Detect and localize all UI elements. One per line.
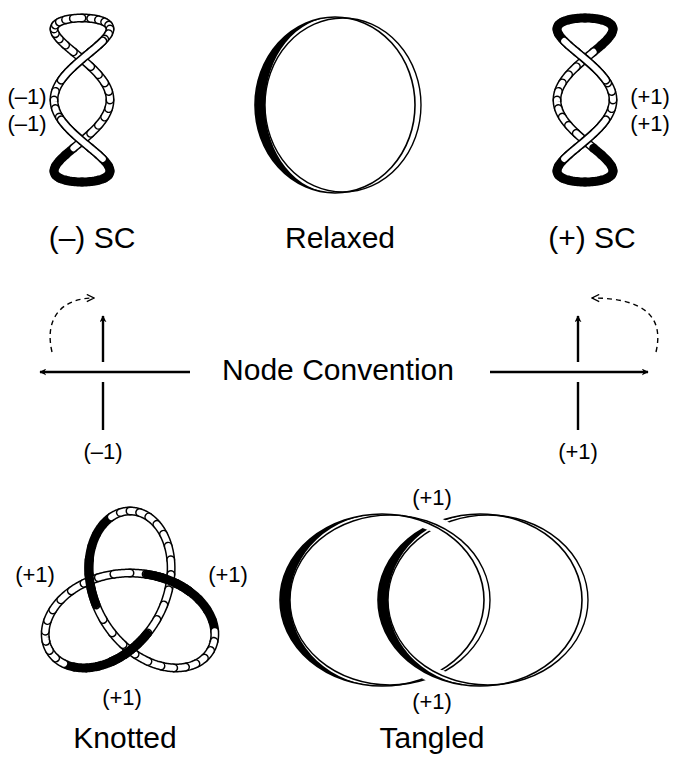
ribbon-edge: [147, 574, 189, 591]
under-strand: [577, 382, 579, 430]
ribbon-edge: [402, 514, 462, 549]
ribbon-face: [61, 120, 103, 159]
trefoil-knot: [45, 511, 215, 668]
figure-caption: Relaxed: [283, 222, 397, 254]
ribbon-edge: [564, 120, 606, 159]
ribbon-edge: [265, 18, 421, 192]
figure-caption: Knotted: [71, 722, 178, 754]
under-strand: [102, 382, 104, 430]
ribbon-edge: [255, 17, 415, 193]
ribbon-edge: [402, 652, 462, 686]
rotation-arrow: [592, 298, 658, 352]
node-sign: (+1): [13, 563, 57, 586]
ribbon-face: [114, 573, 130, 574]
crossing-gap: [402, 514, 462, 549]
node-sign: (+1): [556, 440, 600, 463]
ribbon-face: [73, 15, 82, 21]
node-sign: (+1): [410, 486, 454, 509]
relaxed-circle: [255, 17, 421, 193]
over-strand: [490, 371, 648, 373]
over-crossing: [402, 652, 462, 686]
ribbon-edge: [73, 14, 82, 23]
over-strand: [40, 371, 190, 373]
ribbon-dark-face: [378, 514, 480, 686]
over-crossing: [402, 514, 462, 549]
ribbon-edge: [576, 14, 585, 23]
under-strand: [577, 316, 579, 362]
ribbon-edge: [89, 559, 96, 604]
node-sign: (+1): [206, 563, 250, 586]
node-convention-positive: [490, 298, 658, 430]
negative-supercoil: [54, 18, 110, 182]
ribbon-dark-face: [402, 652, 462, 686]
ribbon-dark-face: [280, 514, 382, 686]
figure-caption: (–) SC: [47, 222, 138, 254]
node-sign: (–1): [5, 85, 48, 108]
ribbon-edge: [114, 573, 130, 574]
ribbon-edge: [402, 652, 462, 685]
node-convention-negative: [40, 298, 190, 430]
ribbon-face: [564, 120, 606, 159]
ribbon-dark-face: [255, 17, 335, 193]
section-title: Node Convention: [220, 354, 456, 386]
ribbon-edge: [61, 120, 103, 159]
under-strand: [102, 316, 104, 362]
ribbon-edge: [402, 515, 462, 549]
figure-caption: (+) SC: [546, 222, 638, 254]
node-sign: (–1): [81, 440, 124, 463]
node-sign: (+1): [410, 690, 454, 713]
positive-supercoil: [557, 18, 613, 182]
ribbon-edge: [111, 634, 147, 662]
ribbon-face: [61, 41, 103, 80]
node-sign: (–1): [5, 112, 48, 135]
ribbon-edge: [61, 41, 103, 80]
ribbon-edge: [564, 41, 606, 80]
node-sign: (+1): [100, 686, 144, 709]
node-sign: (+1): [628, 85, 672, 108]
ribbon-face: [564, 41, 606, 80]
rotation-arrow: [50, 298, 94, 352]
node-sign: (+1): [628, 112, 672, 135]
figure-caption: Tangled: [377, 722, 486, 754]
ribbon-edge: [378, 514, 582, 686]
linked-circles: [280, 514, 588, 686]
